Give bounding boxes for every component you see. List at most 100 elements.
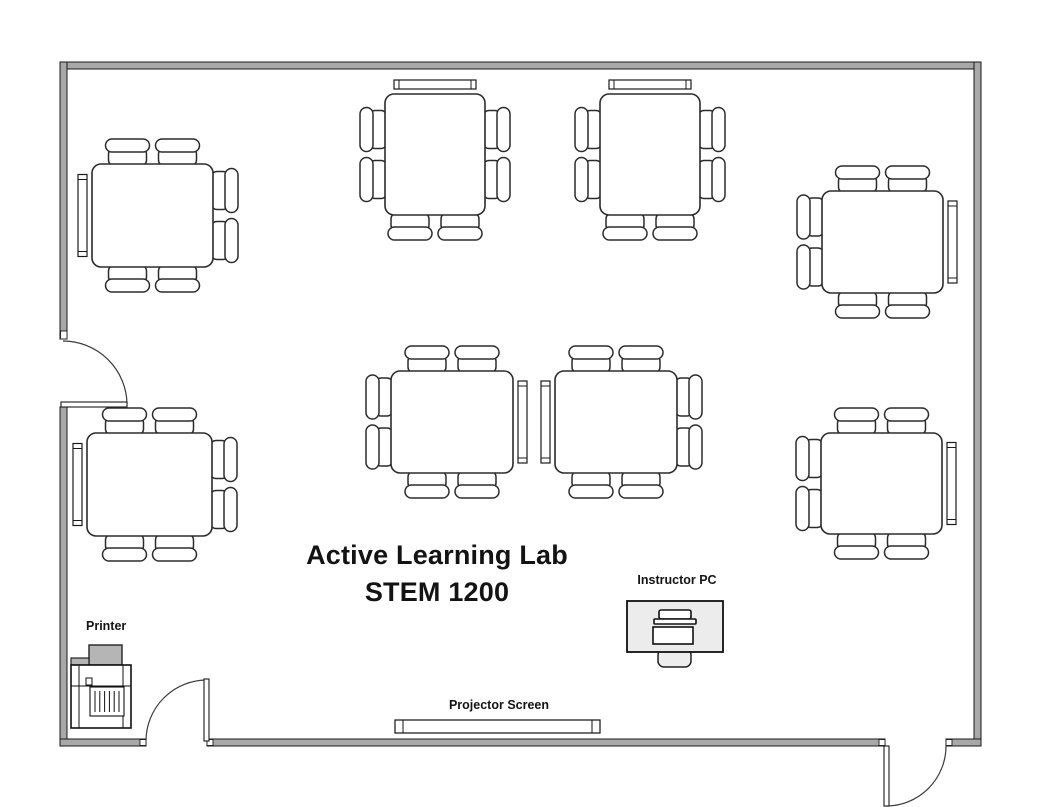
chair xyxy=(833,545,880,560)
chair xyxy=(711,156,726,203)
printer-output-slot xyxy=(89,686,125,717)
wall-north xyxy=(59,61,982,70)
chair xyxy=(496,156,511,203)
chair xyxy=(602,226,648,241)
chair xyxy=(688,424,703,470)
table-top xyxy=(390,370,514,474)
chair xyxy=(883,407,930,422)
door-swing-arc xyxy=(885,745,947,807)
table-middle-left xyxy=(365,345,528,499)
chair xyxy=(104,138,151,153)
chair xyxy=(151,407,198,422)
printer-button xyxy=(85,677,93,686)
display-board xyxy=(540,380,551,464)
room-walls xyxy=(59,61,982,747)
door-south-left xyxy=(145,678,210,742)
chair xyxy=(795,435,810,482)
chair xyxy=(796,244,811,290)
wall-west-lower xyxy=(59,406,68,747)
projector-screen-label: Projector Screen xyxy=(448,698,550,712)
wall-south-center xyxy=(206,738,886,747)
door-swing-arc xyxy=(62,340,128,405)
display-board xyxy=(608,79,692,90)
chair xyxy=(834,304,881,319)
table-top xyxy=(86,432,213,537)
chair xyxy=(711,106,726,153)
display-board xyxy=(393,79,477,90)
chair xyxy=(151,547,198,562)
table-top xyxy=(91,163,214,268)
wall-end-cap xyxy=(139,739,147,746)
chair xyxy=(652,226,698,241)
table-top-center-right xyxy=(574,79,726,241)
chair xyxy=(454,484,500,499)
room-title-line1: Active Learning Lab xyxy=(306,540,568,570)
chair xyxy=(104,278,151,293)
chair xyxy=(796,194,811,240)
door-leaf xyxy=(883,745,890,807)
monitor-icon xyxy=(658,609,692,620)
display-board xyxy=(947,200,958,284)
chair xyxy=(568,484,614,499)
table-top xyxy=(821,190,944,294)
table-top xyxy=(554,370,678,474)
keyboard-icon xyxy=(652,626,694,645)
door-swing-arc xyxy=(145,679,208,742)
table-top xyxy=(384,93,486,216)
chair xyxy=(359,106,374,153)
chair xyxy=(688,374,703,420)
door-west xyxy=(60,340,128,408)
table-top-center-left xyxy=(359,79,511,241)
printer-side-tab xyxy=(70,657,90,666)
chair xyxy=(224,167,239,214)
chair xyxy=(574,106,589,153)
chair xyxy=(437,226,483,241)
chair xyxy=(154,278,201,293)
table-top-left xyxy=(77,138,239,293)
wall-east xyxy=(973,61,982,744)
wall-end-cap xyxy=(206,739,214,746)
table-top xyxy=(820,432,943,535)
table-middle-right xyxy=(540,345,703,499)
room-title: Active Learning Lab STEM 1200 xyxy=(237,537,637,611)
chair xyxy=(496,106,511,153)
chair xyxy=(834,165,881,180)
chair xyxy=(618,345,664,360)
room-title-line2: STEM 1200 xyxy=(364,577,510,607)
chair xyxy=(223,486,238,533)
chair xyxy=(883,545,930,560)
instructor-pc-label: Instructor PC xyxy=(637,573,717,587)
wall-end-cap xyxy=(60,330,68,340)
projector-screen-body xyxy=(394,719,601,734)
chair xyxy=(154,138,201,153)
printer-label: Printer xyxy=(86,619,127,633)
chair xyxy=(404,484,450,499)
display-board xyxy=(946,441,957,526)
chair xyxy=(833,407,880,422)
chair xyxy=(387,226,433,241)
wall-end-cap xyxy=(945,739,953,746)
chair xyxy=(359,156,374,203)
door-south-right xyxy=(883,745,947,807)
chair xyxy=(618,484,664,499)
chair xyxy=(365,424,380,470)
chair xyxy=(884,304,931,319)
door-leaf xyxy=(203,678,210,742)
wall-west-upper xyxy=(59,61,68,340)
chair xyxy=(568,345,614,360)
chair xyxy=(101,407,148,422)
table-top-right xyxy=(796,165,958,319)
chair xyxy=(795,485,810,532)
wall-south-left xyxy=(59,738,147,747)
monitor-stand-icon xyxy=(653,618,697,625)
display-board xyxy=(517,380,528,464)
door-leaf xyxy=(60,401,128,408)
chair xyxy=(404,345,450,360)
projector-screen xyxy=(394,719,601,734)
table-bottom-right xyxy=(795,407,957,560)
instructor-station xyxy=(626,600,724,668)
table-top xyxy=(599,93,701,216)
table-bottom-left xyxy=(72,407,238,562)
printer-icon xyxy=(70,644,132,729)
